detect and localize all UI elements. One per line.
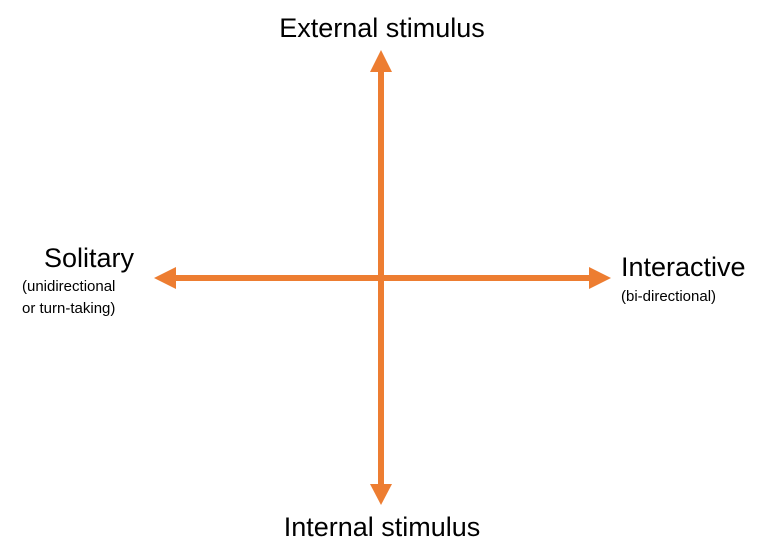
internal-stimulus-label: Internal stimulus	[283, 512, 481, 542]
horizontal-axis	[154, 267, 611, 289]
right-arrowhead	[589, 267, 611, 289]
interactive-label: Interactive	[621, 252, 746, 282]
external-stimulus-label: External stimulus	[279, 13, 485, 43]
down-arrowhead	[370, 484, 392, 505]
solitary-sublabel: (unidirectional or turn-taking)	[22, 276, 137, 320]
solitary-label-group: Solitary (unidirectional or turn-taking)	[22, 243, 137, 320]
solitary-label: Solitary	[43, 243, 134, 273]
interactive-label-group: Interactive (bi-directional)	[621, 252, 746, 308]
up-arrowhead	[370, 50, 392, 72]
solitary-sublabel-line-1: (unidirectional	[22, 278, 116, 296]
left-arrowhead	[154, 267, 176, 289]
interactive-sublabel: (bi-directional)	[621, 288, 717, 306]
solitary-sublabel-line-2: or turn-taking)	[22, 299, 116, 317]
